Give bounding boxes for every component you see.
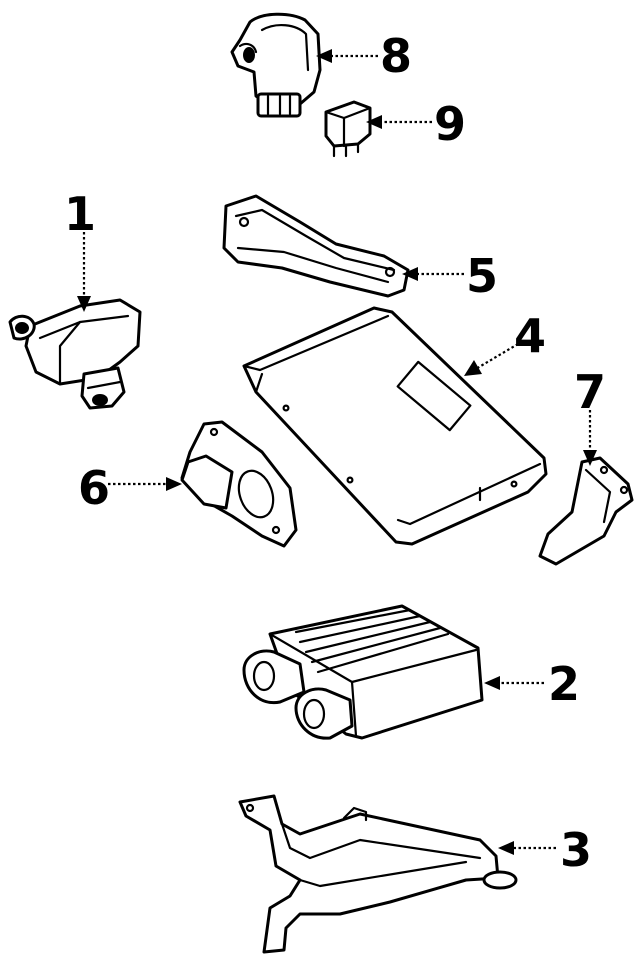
leader-lines xyxy=(77,49,597,855)
support-bracket-icon xyxy=(222,194,410,298)
ignition-coil-icon xyxy=(8,298,142,410)
ecm-box-icon xyxy=(242,306,548,546)
callout-5: 5 xyxy=(466,249,498,303)
callout-4: 4 xyxy=(514,309,546,363)
mounting-bracket-icon xyxy=(238,794,518,954)
callout-3: 3 xyxy=(560,823,592,877)
callout-7: 7 xyxy=(574,365,606,419)
callout-2: 2 xyxy=(548,657,580,711)
small-bracket-icon xyxy=(538,456,634,566)
callout-9: 9 xyxy=(434,97,466,151)
callout-1: 1 xyxy=(64,187,96,241)
control-module-icon xyxy=(242,604,484,740)
relay-icon xyxy=(324,100,372,158)
callout-8: 8 xyxy=(380,29,412,83)
callout-6: 6 xyxy=(78,461,110,515)
sensor-plate-icon xyxy=(180,420,298,548)
sensor-icon xyxy=(230,12,322,118)
